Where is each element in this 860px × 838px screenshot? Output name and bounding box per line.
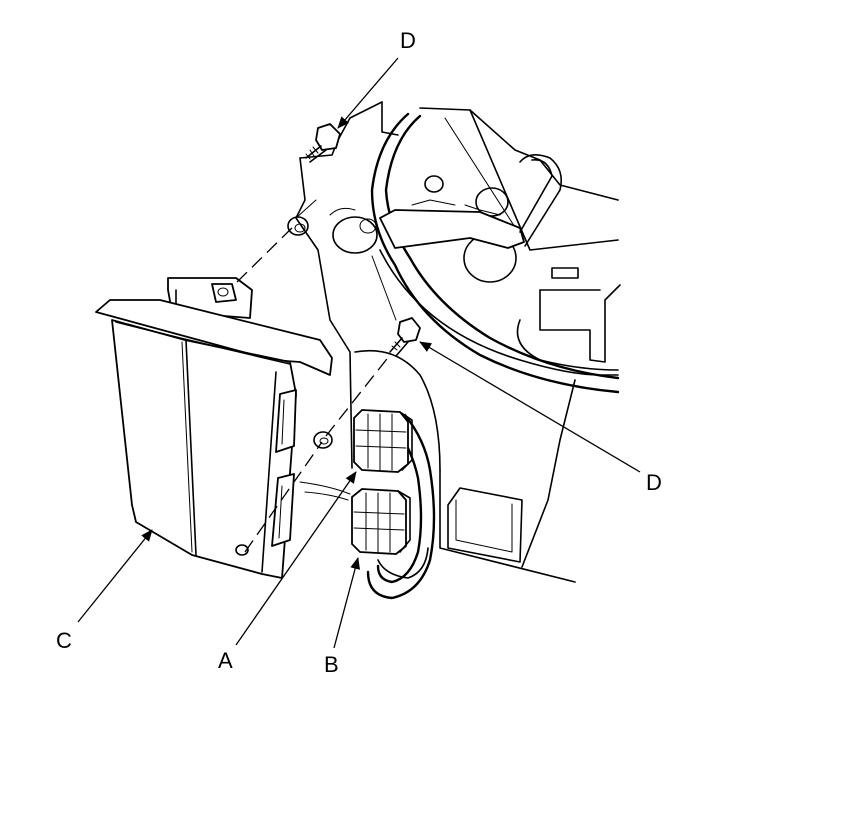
leader-a [235,471,357,646]
callout-labels: D D C A B [56,28,662,677]
leader-lines [77,57,641,649]
leader-d-right [419,341,641,473]
wire-harness [299,413,436,600]
leader-b [333,557,360,649]
connector-a [353,409,413,473]
callout-a: A [218,648,233,673]
connector-b [351,488,411,555]
callout-c: C [56,628,72,653]
callout-b: B [324,652,339,677]
leader-c [77,529,153,623]
bolt-lower [389,317,421,357]
bolt-top [305,123,341,163]
leader-d-top [337,57,399,129]
callout-d-top: D [400,28,416,53]
control-unit [95,277,333,579]
body-structure [295,101,621,583]
alignment-lines [236,199,391,553]
callout-d-right: D [646,470,662,495]
